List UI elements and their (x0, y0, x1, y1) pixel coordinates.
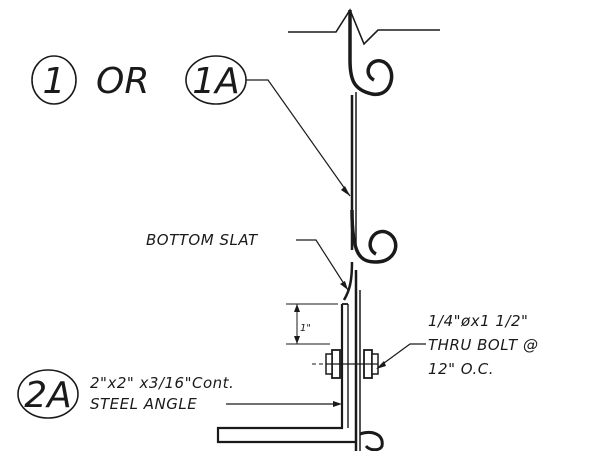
leader-1a (246, 79, 351, 197)
leader-steel-angle (226, 401, 342, 407)
detail-tag-2a: 2A (17, 369, 79, 419)
tag-1a-text: 1A (192, 61, 240, 102)
detail-tag-1: 1 (31, 55, 77, 105)
bottom-bar (354, 270, 361, 451)
bolt-label-line2: THRU BOLT @ (428, 336, 538, 354)
steel-angle (216, 303, 356, 444)
bottom-slat (342, 209, 398, 301)
leader-thru-bolt (376, 343, 426, 369)
lower-curl (359, 431, 384, 451)
dimension-1in: 1" (286, 303, 338, 345)
bolt-label-line3: 12" O.C. (428, 360, 494, 378)
break-line (288, 8, 440, 46)
bolt-label-line1: 1/4"øx1 1/2" (428, 312, 528, 330)
tag-1-text: 1 (43, 61, 66, 102)
thru-bolt (312, 349, 379, 379)
bottom-slat-label: BOTTOM SLAT (146, 231, 259, 249)
or-text: OR (96, 61, 149, 102)
upper-slat (348, 10, 394, 250)
angle-label-line2: STEEL ANGLE (90, 395, 197, 413)
leader-bottom-slat (296, 239, 349, 291)
tag-2a-text: 2A (24, 375, 72, 416)
detail-tag-1a: 1A (185, 55, 247, 105)
dimension-label: 1" (300, 323, 311, 334)
angle-label-line1: 2"x2" x3/16"Cont. (90, 374, 234, 392)
